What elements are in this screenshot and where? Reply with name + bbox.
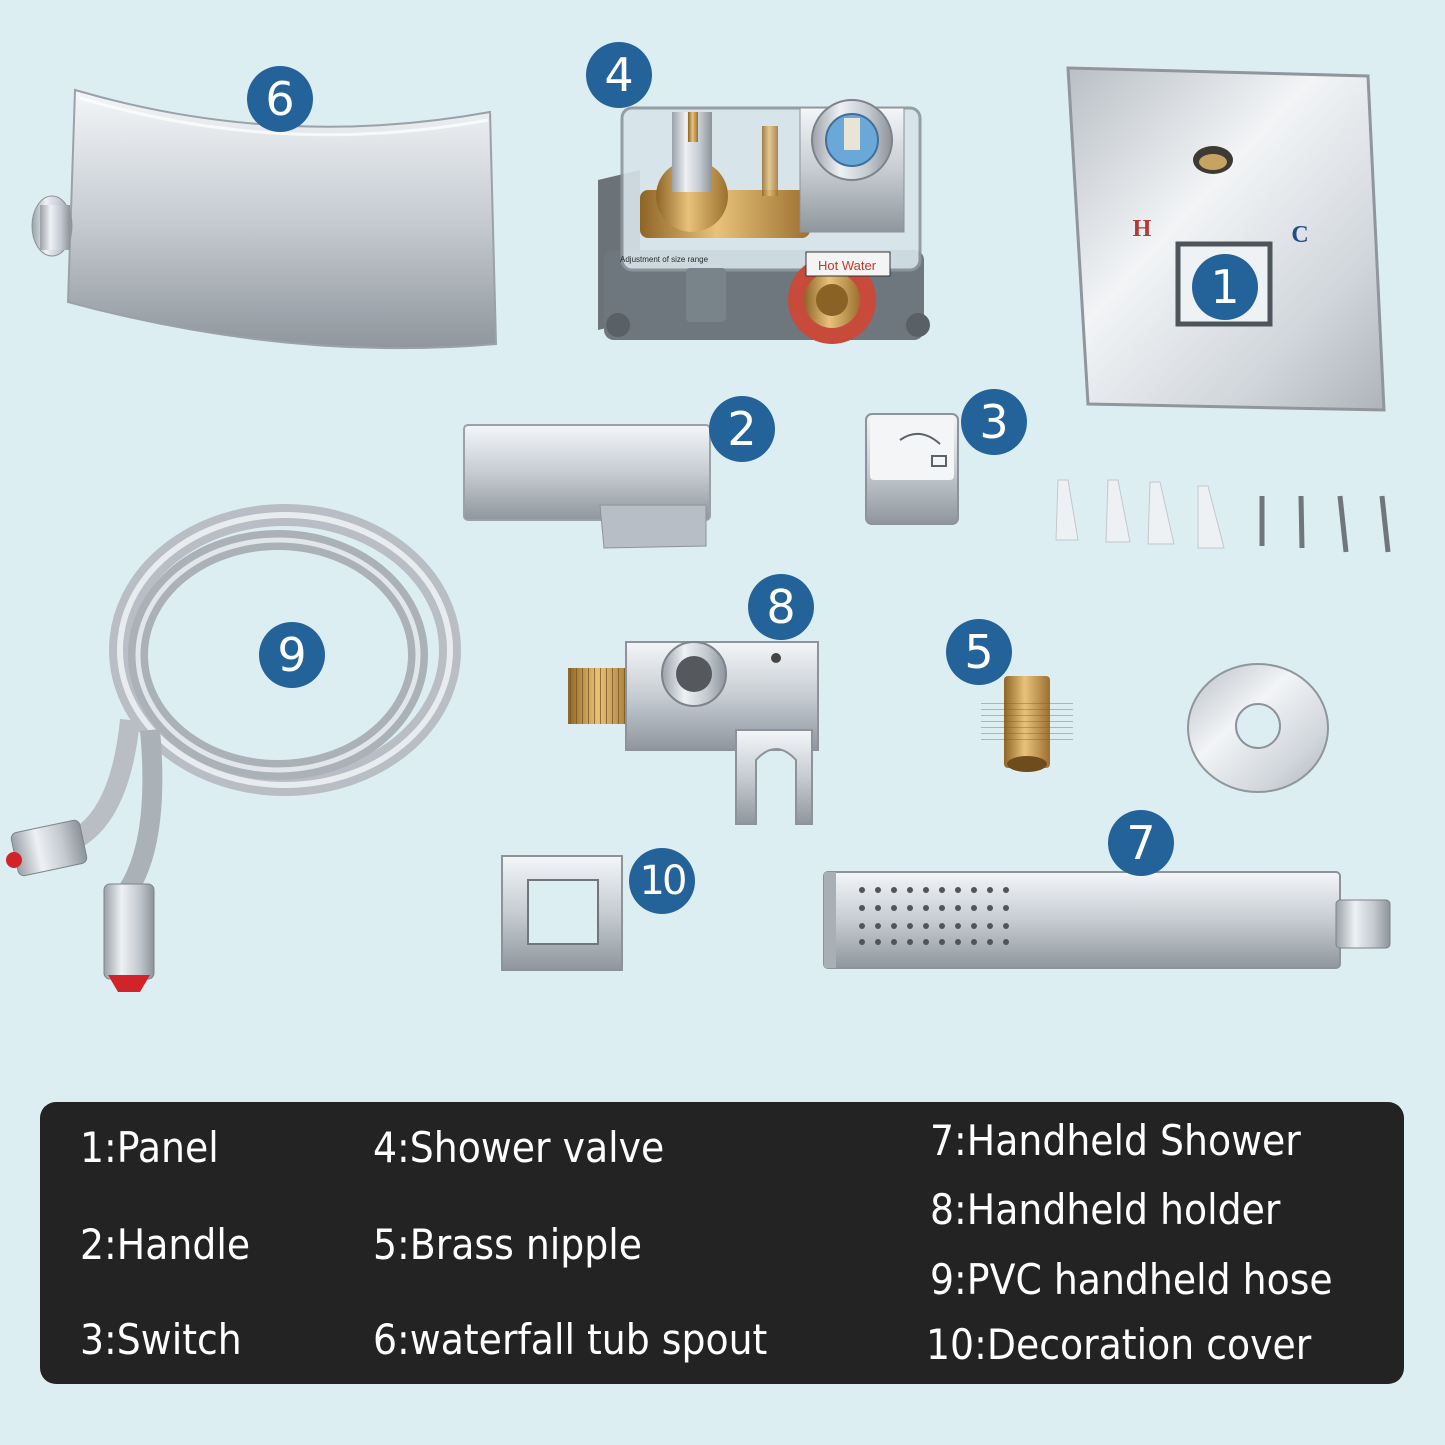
pvc-handheld-hose [6,504,461,992]
legend-item-brass-nipple: 5:Brass nipple [373,1220,643,1269]
badge-4: 4 [586,42,652,108]
badge-5: 5 [946,619,1012,685]
legend-item-handle: 2:Handle [80,1220,251,1269]
screws [1259,495,1391,553]
wall-anchors [1055,479,1225,549]
handle [463,424,711,549]
cold-marking: C [1291,222,1308,248]
waterfall-tub-spout [31,88,498,350]
legend-item-handheld-shower: 7:Handheld Shower [930,1116,1301,1165]
badge-2: 2 [709,396,775,462]
shower-valve [598,99,930,344]
product-photo: Adjustment of size range Hot Water H C [6,42,1391,992]
badge-10: 10 [629,848,695,914]
legend-item-decoration-cover: 10:Decoration cover [926,1320,1312,1369]
badge-3: 3 [961,389,1027,455]
legend-item-waterfall-tub-spout: 6:waterfall tub spout [373,1315,768,1364]
legend-item-handheld-holder: 8:Handheld holder [930,1185,1281,1234]
brass-nipple [981,676,1073,772]
handheld-holder [568,641,819,825]
badge-6: 6 [247,66,313,132]
valve-label-size-range: Adjustment of size range [620,255,709,264]
valve-label-hot-water: Hot Water [805,251,891,277]
parts-illustration: Adjustment of size range Hot Water H C [6,66,1391,992]
svg-text:Adjustment of size range: Adjustment of size range [620,255,709,264]
badge-8: 8 [748,574,814,640]
svg-text:Hot Water: Hot Water [818,258,877,273]
legend-item-switch: 3:Switch [80,1315,242,1364]
legend-item-pvc-handheld-hose: 9:PVC handheld hose [930,1255,1333,1304]
badge-1: 1 [1192,254,1258,320]
parts-legend: 1:Panel 2:Handle 3:Switch 4:Shower valve… [40,1102,1404,1384]
switch-knob [865,413,959,525]
escutcheon-ring [1187,663,1329,793]
panel: H C [1066,66,1386,412]
hot-marking: H [1133,216,1152,242]
decoration-cover [501,855,623,971]
handheld-shower [823,871,1391,969]
legend-item-panel: 1:Panel [80,1123,219,1172]
badge-7: 7 [1108,810,1174,876]
legend-item-shower-valve: 4:Shower valve [373,1123,665,1172]
badge-9: 9 [259,622,325,688]
